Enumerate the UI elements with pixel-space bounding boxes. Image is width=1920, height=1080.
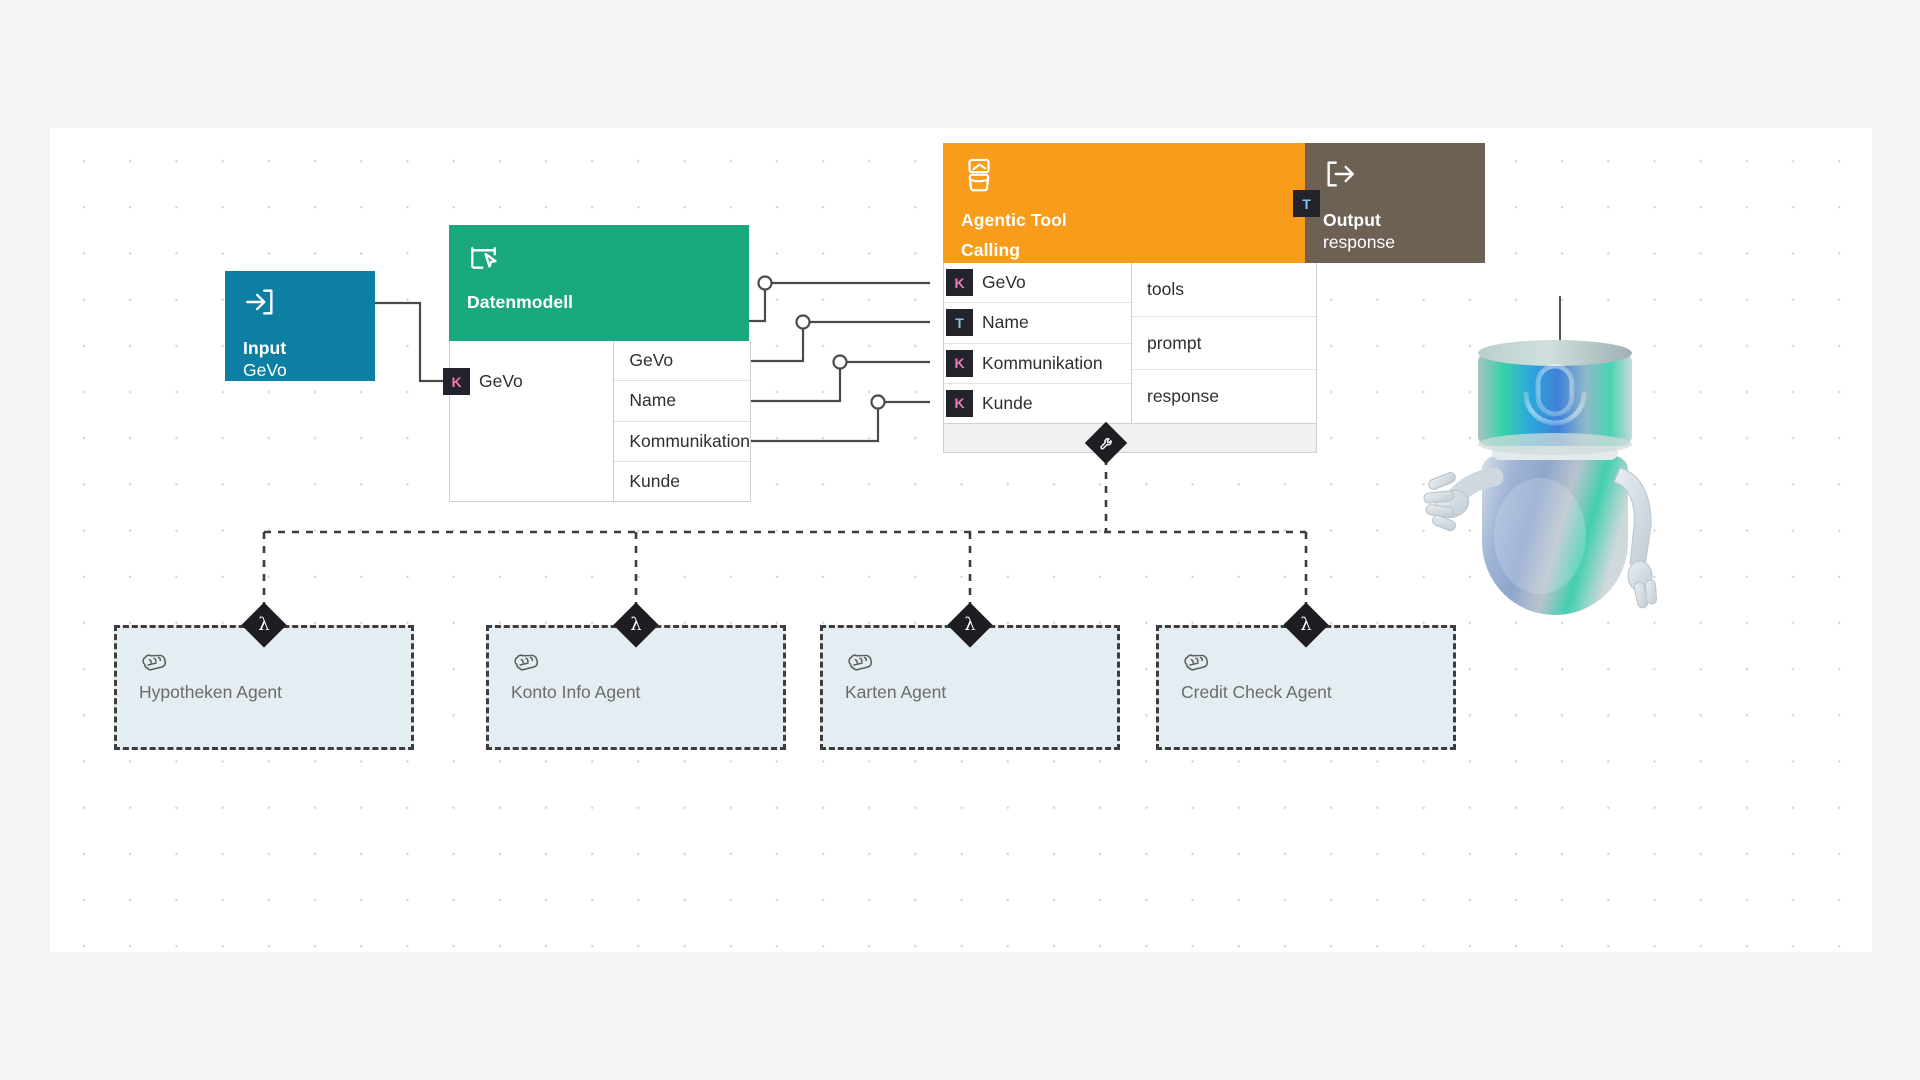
- datenmodell-field[interactable]: Kunde: [629, 470, 680, 491]
- wrench-tool-badge[interactable]: [1084, 421, 1128, 465]
- agentic-input-label: Kunde: [982, 392, 1033, 413]
- brain-icon: [1181, 648, 1431, 694]
- robot-microphone-illustration: [1423, 296, 1695, 626]
- brain-icon: [139, 648, 389, 694]
- lambda-icon: λ: [630, 614, 642, 635]
- agentic-input-label: Name: [982, 312, 1029, 333]
- data-model-pointer-icon: [467, 239, 733, 283]
- agentic-input-row[interactable]: K Kunde: [944, 384, 1131, 423]
- agentic-title-line2: Calling: [961, 240, 1021, 261]
- node-output[interactable]: Output response: [1305, 143, 1485, 263]
- wrench-icon: [1091, 428, 1121, 458]
- node-datenmodell-body[interactable]: GeVo Name Kommunikation Kunde: [449, 341, 751, 502]
- brain-icon: [845, 648, 1095, 694]
- agentic-output-row[interactable]: tools: [1132, 263, 1316, 317]
- agentic-inputs: K GeVo T Name K Kommunikation K Kunde: [944, 263, 1132, 423]
- datenmodell-field[interactable]: Kommunikation: [614, 422, 750, 462]
- agent-label: Karten Agent: [845, 682, 947, 702]
- lambda-icon: λ: [258, 614, 270, 635]
- output-text-badge-icon: T: [1293, 190, 1320, 217]
- diagram-canvas[interactable]: Input GeVo Datenmodell GeVo Name Kommuni…: [50, 128, 1872, 952]
- datenmodell-field-list: GeVo Name Kommunikation Kunde: [614, 341, 750, 501]
- login-arrow-icon: [243, 285, 359, 329]
- lambda-icon: λ: [1300, 614, 1312, 635]
- datenmodell-field[interactable]: GeVo: [614, 341, 750, 382]
- agentic-output-row[interactable]: prompt: [1132, 317, 1316, 371]
- agentic-input-label: Kommunikation: [982, 352, 1103, 373]
- node-datenmodell-header[interactable]: Datenmodell: [449, 225, 749, 341]
- output-subtitle: response: [1323, 232, 1395, 253]
- agentic-input-row[interactable]: T Name: [944, 303, 1131, 344]
- datenmodell-field[interactable]: Name: [614, 381, 750, 422]
- brain-icon: [511, 648, 761, 694]
- node-agentic-tool-calling-body[interactable]: K GeVo T Name K Kommunikation K Kunde to…: [943, 263, 1317, 424]
- text-badge-icon: T: [946, 309, 973, 337]
- datenmodell-title: Datenmodell: [467, 292, 574, 312]
- agentic-tool-footer-bar[interactable]: [943, 423, 1317, 453]
- key-badge-icon: K: [946, 269, 973, 297]
- agentic-title-line1: Agentic Tool: [961, 210, 1067, 230]
- key-badge-icon: K: [946, 389, 973, 417]
- agentic-input-label: GeVo: [982, 272, 1026, 293]
- agentic-output-row[interactable]: response: [1147, 386, 1219, 407]
- agent-bot-icon: [961, 157, 1299, 201]
- input-title: Input: [243, 338, 287, 358]
- agentic-outputs: tools prompt response: [1132, 263, 1316, 423]
- agent-label: Hypotheken Agent: [139, 682, 283, 702]
- lambda-badge[interactable]: λ: [241, 602, 287, 648]
- logout-arrow-icon: [1323, 157, 1469, 201]
- datenmodell-input-port-label: GeVo: [479, 371, 523, 391]
- output-title: Output: [1323, 210, 1381, 230]
- lambda-badge[interactable]: λ: [1283, 602, 1329, 648]
- key-badge-icon: K: [443, 368, 470, 395]
- node-agentic-tool-calling-header[interactable]: Agentic Tool Calling: [943, 143, 1315, 263]
- input-subtitle: GeVo: [243, 360, 287, 381]
- agent-label: Konto Info Agent: [511, 682, 641, 702]
- key-badge-icon: K: [946, 349, 973, 377]
- lambda-badge[interactable]: λ: [613, 602, 659, 648]
- agentic-input-row[interactable]: K Kommunikation: [944, 344, 1131, 384]
- datenmodell-left-pane: [450, 341, 615, 501]
- agent-label: Credit Check Agent: [1181, 682, 1332, 702]
- lambda-badge[interactable]: λ: [947, 602, 993, 648]
- node-input[interactable]: Input GeVo: [225, 271, 375, 381]
- datenmodell-input-port[interactable]: K GeVo: [443, 368, 523, 395]
- agentic-input-row[interactable]: K GeVo: [944, 263, 1131, 304]
- lambda-icon: λ: [964, 614, 976, 635]
